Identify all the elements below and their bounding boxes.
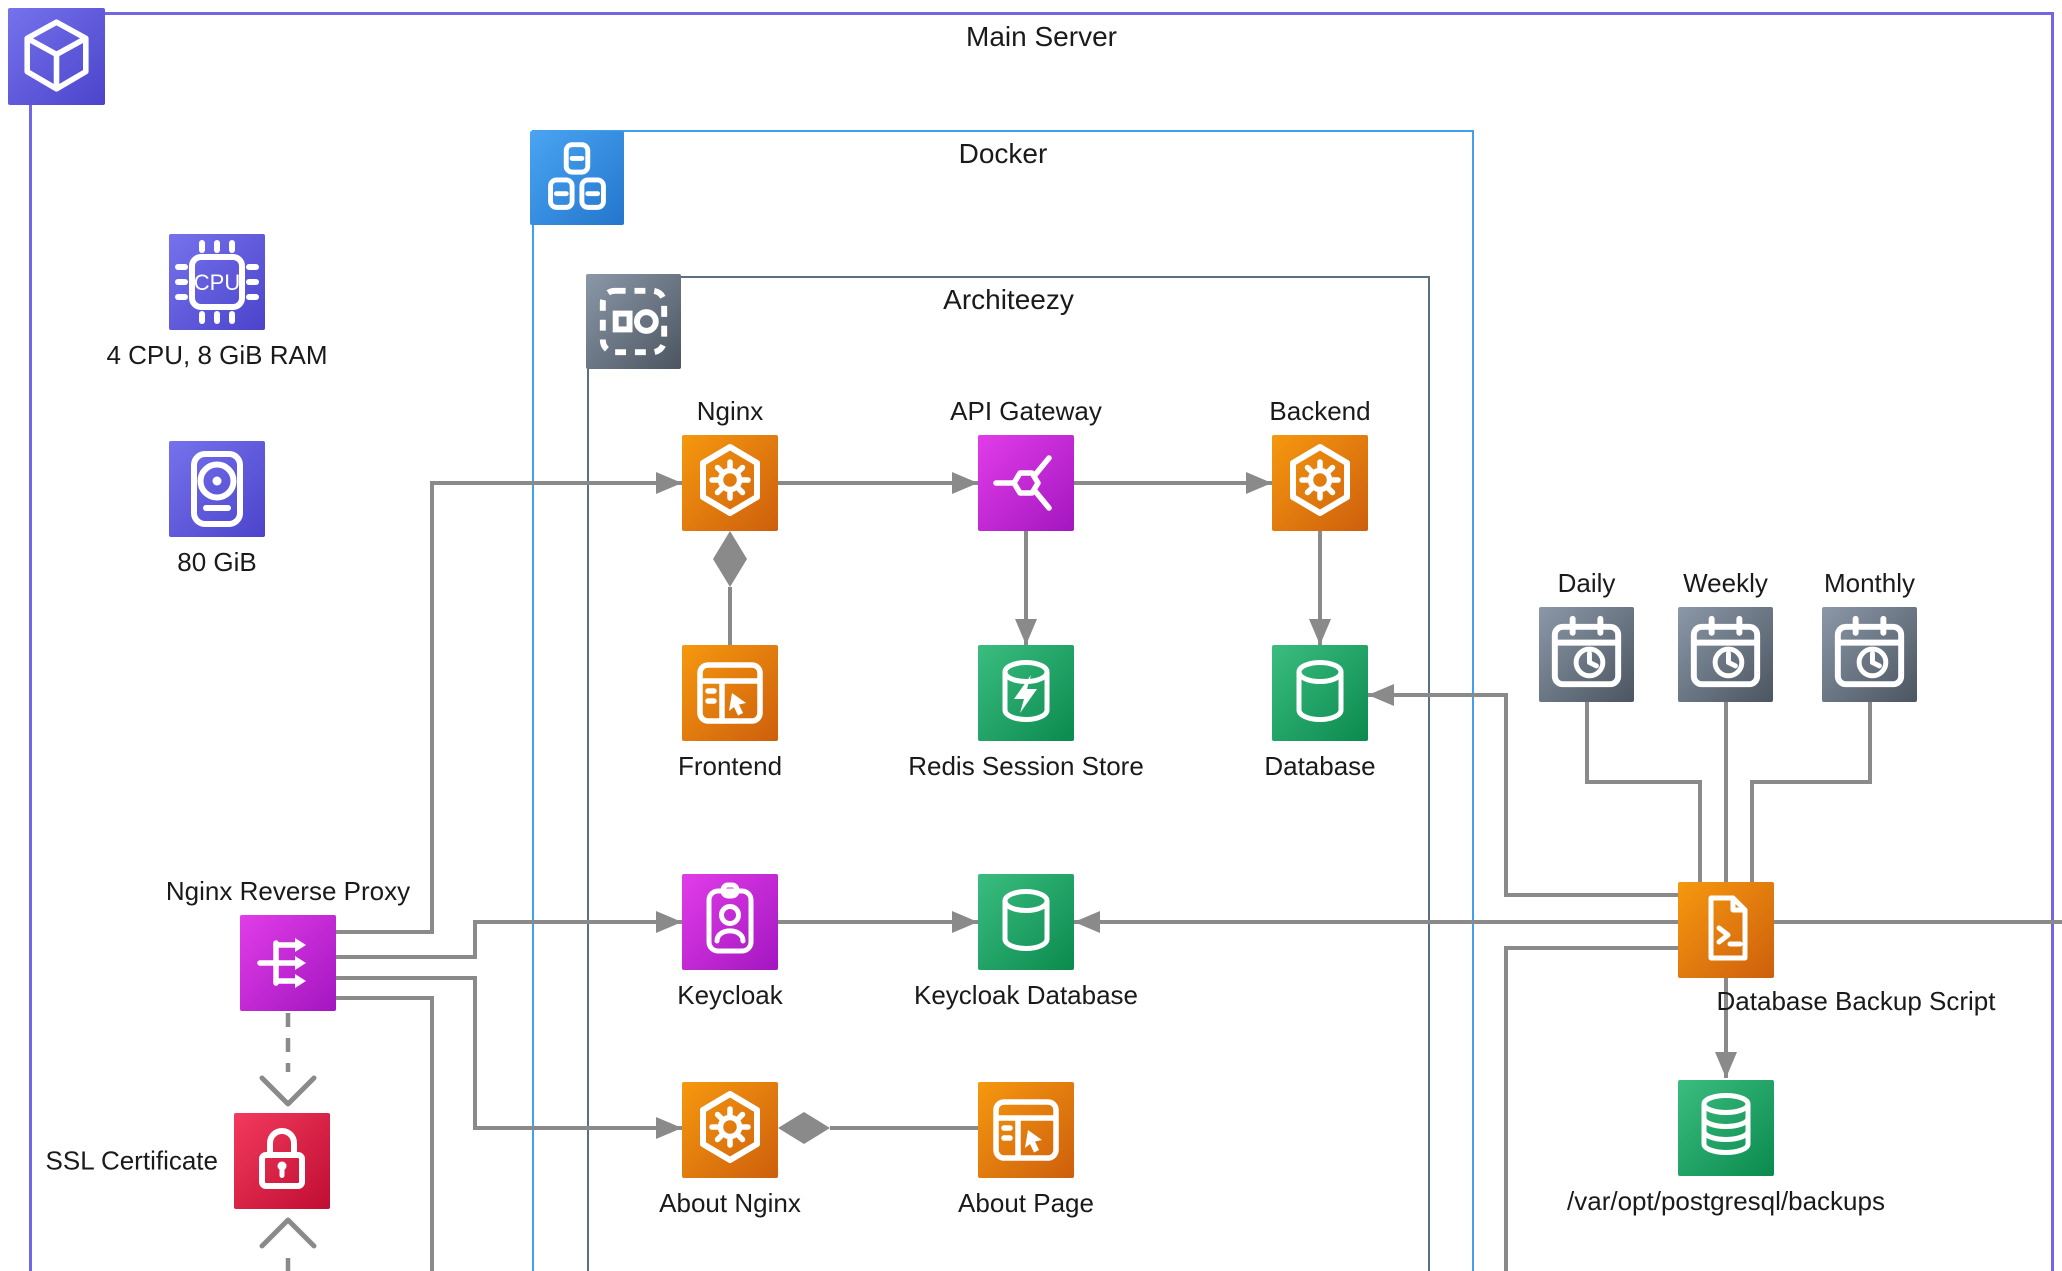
cube-icon — [8, 8, 105, 105]
edge-proxy-offscreen — [330, 996, 434, 1271]
database-label: Database — [1264, 751, 1376, 781]
frontend-label: Frontend — [677, 751, 783, 781]
database-cylinder-icon — [978, 874, 1074, 970]
backup-dir-node[interactable]: /var/opt/postgresql/backups — [1567, 1080, 1885, 1216]
calendar-clock-icon — [1678, 607, 1773, 702]
container-docker[interactable]: Docker — [532, 130, 1474, 1271]
edge-proxy-keycloak — [330, 911, 682, 959]
keycloak-db-label: Keycloak Database — [913, 980, 1139, 1010]
weekly-node[interactable]: Weekly — [1678, 568, 1773, 702]
calendar-clock-icon — [1822, 607, 1917, 702]
edge-monthly-backup — [1750, 701, 1872, 886]
cpu-chip-icon: CPU — [169, 234, 265, 330]
calendar-clock-icon — [1539, 607, 1634, 702]
backup-script-label: Database Backup Script — [1716, 986, 1996, 1016]
about-page-node[interactable]: About Page — [958, 1082, 1094, 1218]
browser-window-icon — [978, 1082, 1074, 1178]
hexagon-gear-icon — [682, 435, 778, 531]
edge-proxy-about-nginx — [330, 976, 682, 1139]
keycloak-label: Keycloak — [677, 980, 783, 1010]
reverse-proxy-node[interactable]: Nginx Reverse Proxy — [166, 876, 410, 1011]
backend-label: Backend — [1269, 396, 1371, 426]
database-flash-icon — [978, 645, 1074, 741]
share-network-icon — [978, 435, 1074, 531]
container-stack-icon — [530, 131, 624, 225]
hexagon-gear-icon — [1272, 435, 1368, 531]
architeezy-label: Architeezy — [943, 284, 1074, 315]
backup-dir-label: /var/opt/postgresql/backups — [1567, 1186, 1885, 1216]
weekly-label: Weekly — [1683, 568, 1768, 598]
database-node[interactable]: Database — [1264, 645, 1376, 781]
frontend-node[interactable]: Frontend — [678, 645, 782, 781]
redis-label: Redis Session Store — [908, 751, 1144, 781]
redis-node[interactable]: Redis Session Store — [908, 645, 1144, 781]
daily-node[interactable]: Daily — [1539, 568, 1634, 702]
hexagon-gear-icon — [682, 1082, 778, 1178]
database-stack-icon — [1678, 1080, 1774, 1176]
svg-text:CPU: CPU — [194, 270, 240, 295]
component-group-icon — [586, 274, 681, 369]
keycloak-node[interactable]: Keycloak — [677, 874, 783, 1010]
architeezy-node[interactable] — [586, 274, 681, 369]
script-file-icon — [1678, 882, 1774, 978]
about-page-label: About Page — [958, 1188, 1094, 1218]
backup-script-node[interactable]: Database Backup Script — [1678, 882, 1995, 1016]
load-balancer-icon — [240, 915, 336, 1011]
diamond-connector — [778, 1112, 830, 1144]
docker-node[interactable] — [530, 131, 624, 225]
chevron-arrow-up — [259, 1217, 317, 1249]
api-gateway-label: API Gateway — [950, 396, 1102, 426]
storage-node[interactable]: 80 GiB — [169, 441, 265, 577]
cpu-label: 4 CPU, 8 GiB RAM — [106, 340, 328, 370]
edge-backup-database — [1368, 684, 1678, 897]
database-cylinder-icon — [1272, 645, 1368, 741]
reverse-proxy-label: Nginx Reverse Proxy — [165, 876, 411, 906]
storage-label: 80 GiB — [177, 547, 257, 577]
chevron-arrow-down — [259, 1075, 317, 1107]
main-server-label: Main Server — [966, 21, 1117, 52]
edge-proxy-nginx — [330, 472, 682, 934]
backend-node[interactable]: Backend — [1269, 396, 1371, 531]
keycloak-db-node[interactable]: Keycloak Database — [914, 874, 1138, 1010]
monthly-node[interactable]: Monthly — [1822, 568, 1917, 702]
padlock-icon — [234, 1113, 330, 1209]
nginx-node[interactable]: Nginx — [682, 396, 778, 531]
ssl-cert-node[interactable]: SSL Certificate — [46, 1113, 330, 1209]
browser-window-icon — [682, 645, 778, 741]
edge-offscreen-backup — [1504, 946, 1678, 1271]
ssl-cert-label: SSL Certificate — [45, 1145, 218, 1176]
monthly-label: Monthly — [1823, 568, 1916, 598]
hard-disk-icon — [169, 441, 265, 537]
about-nginx-node[interactable]: About Nginx — [659, 1082, 801, 1218]
main-server-node[interactable] — [8, 8, 105, 105]
daily-label: Daily — [1557, 568, 1616, 598]
container-main-server[interactable]: Main Server — [29, 12, 2054, 1271]
about-nginx-label: About Nginx — [659, 1188, 801, 1218]
api-gateway-node[interactable]: API Gateway — [950, 396, 1102, 531]
container-architeezy[interactable]: Architeezy — [587, 276, 1430, 1271]
nginx-label: Nginx — [696, 396, 764, 426]
edge-daily-backup — [1585, 701, 1702, 886]
docker-label: Docker — [958, 138, 1048, 169]
id-badge-icon — [682, 874, 778, 970]
cpu-node[interactable]: CPU 4 CPU, 8 GiB RAM — [106, 234, 328, 370]
diamond-connector — [713, 531, 747, 587]
